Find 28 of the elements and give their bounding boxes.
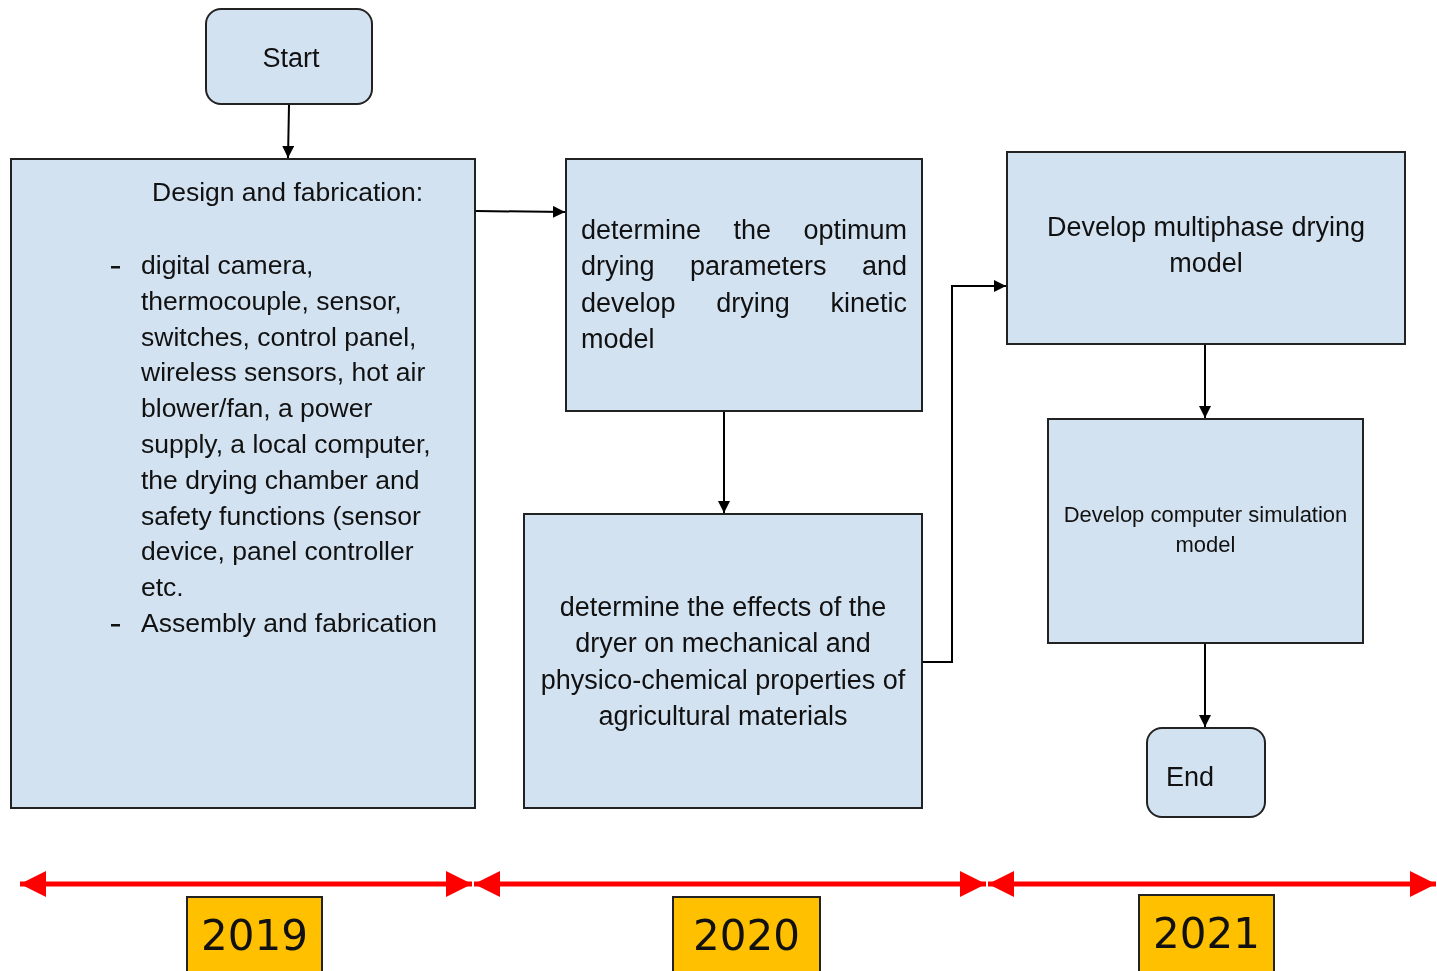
process-box [523, 513, 923, 809]
terminal-box [1146, 727, 1266, 818]
arrow [1199, 643, 1211, 728]
year-label: 2020 [692, 912, 801, 960]
year-label: 2021 [1152, 910, 1261, 958]
year-box [1138, 894, 1275, 971]
process-box [565, 158, 923, 412]
terminal-box [205, 8, 373, 105]
box-heading: Design and fabrication: [152, 176, 425, 208]
box-text: Start [261, 42, 321, 75]
process-box [1006, 151, 1406, 345]
arrow [718, 411, 730, 514]
box-text: determine the effects of the dryer on mechanical and physico-chemical properties of agricultural materials [539, 591, 907, 734]
box-text: Develop multiphase drying model [1045, 211, 1367, 281]
arrow [1199, 344, 1211, 419]
arrow [922, 280, 1007, 663]
year-label: 2019 [200, 912, 309, 960]
year-box [672, 896, 821, 971]
process-box [1047, 418, 1364, 644]
box-text: End [1166, 761, 1216, 794]
box-text: determine the optimum drying parameters and develop drying kinetic model [581, 214, 907, 357]
arrow [475, 205, 566, 218]
process-box [10, 158, 476, 809]
arrow [282, 104, 295, 159]
year-box [186, 896, 323, 971]
list-text: digital camera, thermocouple, sensor, switches, control panel, wireless sensors, hot air blower/fan, a power supply, a local computer, the drying chamber and safety functions (sensor device, panel controller etc. [141, 249, 432, 605]
list-text: Assembly and fabrication [141, 607, 439, 640]
box-text: Develop computer simulation model [1062, 501, 1349, 559]
